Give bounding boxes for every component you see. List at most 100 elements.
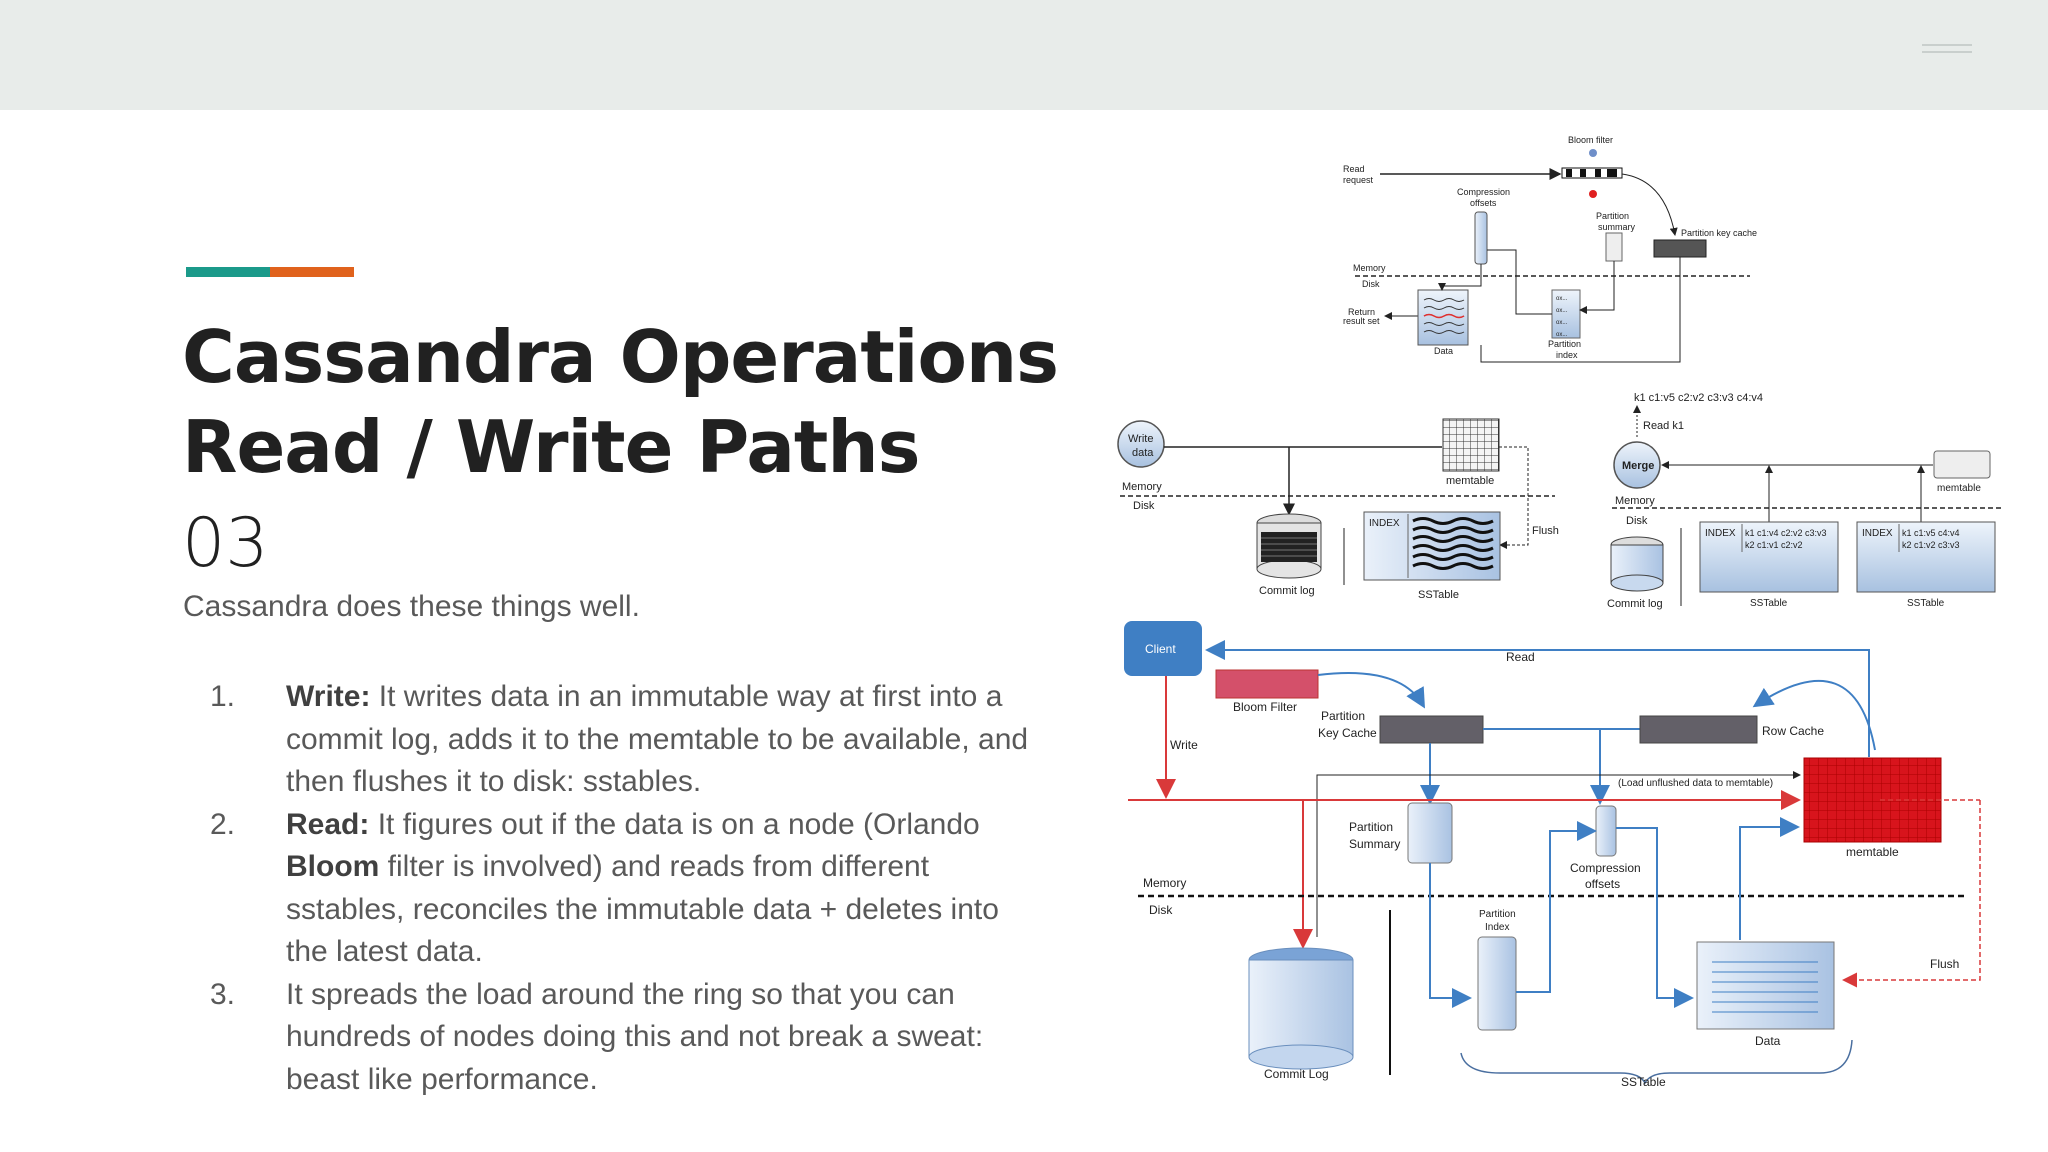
- list-bold: Bloom: [286, 850, 380, 883]
- memtable-block: [1933, 450, 1991, 479]
- label-bloom-filter: Bloom Filter: [1233, 700, 1297, 714]
- list-text: filter is involved) and reads from diffe…: [286, 850, 999, 968]
- label-row-cache: Row Cache: [1762, 724, 1824, 738]
- bloom-filter-dot-icon: [1589, 149, 1597, 157]
- label-compression: Compression: [1457, 187, 1510, 197]
- label-index: index: [1556, 350, 1578, 360]
- title-line-2: Read / Write Paths: [182, 405, 920, 489]
- bloom-filter-bits: [1561, 167, 1623, 179]
- label-summary: Summary: [1349, 837, 1400, 851]
- label-memory: Memory: [1122, 481, 1162, 493]
- label-memtable: memtable: [1937, 483, 1981, 494]
- merge-node: [1613, 441, 1661, 489]
- bottom-diagram: Client Read Write Bloom Filter Partition…: [1124, 621, 1981, 1089]
- label-key-cache: Key Cache: [1318, 726, 1377, 740]
- list-number: 3.: [210, 977, 236, 1011]
- label-request: request: [1343, 175, 1374, 185]
- ox-label: ox...: [1556, 308, 1568, 314]
- list-item: 3. It spreads the load around the ring s…: [200, 974, 1030, 1102]
- merge-read-diagram: k1 c1:v5 c2:v2 c3:v3 c4:v4 Read k1 Merge…: [1607, 392, 2003, 610]
- label-client: Client: [1145, 642, 1176, 656]
- label-partition: Partition: [1321, 709, 1365, 723]
- write-path-diagram: Write data memtable Flush Memory Disk Co…: [1117, 418, 1559, 601]
- label-partition: Partition: [1596, 211, 1629, 221]
- partition-summary-block: [1605, 232, 1623, 262]
- label-memtable: memtable: [1446, 475, 1494, 487]
- slide-subtitle: Cassandra does these things well.: [183, 590, 640, 623]
- label-index: INDEX: [1705, 528, 1736, 539]
- label-write: Write: [1170, 738, 1198, 752]
- label-read-k1: Read k1: [1643, 420, 1684, 432]
- label-memory: Memory: [1615, 495, 1655, 507]
- ox-label: ox...: [1556, 296, 1568, 302]
- sstable-row: k1 c1:v4 c2:v2 c3:v3: [1745, 528, 1827, 538]
- sstable-row: k2 c1:v1 c2:v2: [1745, 540, 1803, 550]
- label-sstable: SSTable: [1750, 598, 1788, 609]
- top-bar: [0, 0, 2048, 110]
- partition-key-cache-block: [1653, 239, 1707, 258]
- memtable-grid: [1442, 418, 1500, 472]
- label-partition: Partition: [1349, 820, 1393, 834]
- label-memory: Memory: [1143, 876, 1186, 890]
- compression-offsets-block: [1595, 805, 1617, 857]
- label-index: INDEX: [1862, 528, 1893, 539]
- commit-log-cylinder: [1248, 947, 1354, 1070]
- label-partition: Partition: [1479, 909, 1516, 920]
- label-offsets: offsets: [1585, 877, 1620, 891]
- label-return: Return: [1348, 307, 1375, 317]
- sstable-block: [1699, 521, 1839, 593]
- list-text: It figures out if the data is on a node …: [369, 807, 980, 841]
- label-result-set: result set: [1343, 316, 1380, 326]
- label-read: Read: [1506, 650, 1535, 664]
- label-bloom-filter: Bloom filter: [1568, 135, 1613, 145]
- client-node: [1124, 621, 1202, 676]
- sstable-row: k2 c1:v2 c3:v3: [1902, 540, 1960, 550]
- slide-title: Cassandra Operations Read / Write Paths: [182, 312, 1059, 492]
- write-data-node: [1117, 420, 1165, 468]
- label-data: data: [1132, 447, 1154, 459]
- label-partition: Partition: [1548, 339, 1581, 349]
- list-text: It spreads the load around the ring so t…: [286, 977, 984, 1096]
- list-bold: Read:: [286, 807, 370, 841]
- list-number: 2.: [210, 807, 236, 841]
- label-compression: Compression: [1570, 861, 1641, 875]
- list-number: 1.: [210, 680, 236, 713]
- label-flush: Flush: [1930, 957, 1959, 971]
- partition-key-cache-block: [1379, 715, 1484, 744]
- ox-label: ox...: [1556, 332, 1568, 338]
- label-memtable: memtable: [1846, 845, 1899, 859]
- data-block: [1696, 941, 1835, 1030]
- label-disk: Disk: [1149, 903, 1173, 917]
- top-read-diagram: Read request Bloom filter Compression of…: [1343, 135, 1757, 363]
- label-disk: Disk: [1133, 500, 1155, 512]
- list-item: 1. Write: It writes data in an immutable…: [200, 676, 1030, 804]
- partition-index-block: [1551, 289, 1581, 339]
- label-memory: Memory: [1353, 263, 1386, 273]
- points-list: 1. Write: It writes data in an immutable…: [200, 676, 1030, 1101]
- label-data: Data: [1755, 1034, 1781, 1048]
- label-offsets: offsets: [1470, 198, 1497, 208]
- bloom-filter-miss-icon: [1589, 190, 1597, 198]
- label-merge-result: k1 c1:v5 c2:v2 c3:v3 c4:v4: [1634, 392, 1763, 404]
- partition-index-block: [1477, 936, 1517, 1031]
- label-commit-log: Commit log: [1259, 585, 1315, 597]
- label-read: Read: [1343, 164, 1365, 174]
- row-cache-block: [1639, 715, 1758, 744]
- list-text: It writes data in an immutable way at fi…: [286, 680, 1029, 798]
- menu-icon[interactable]: [1922, 44, 1974, 66]
- list-bold: Write:: [286, 680, 371, 713]
- partition-summary-block: [1407, 802, 1453, 864]
- list-item: 2. Read: It figures out if the data is o…: [200, 804, 1030, 974]
- label-load-unflushed: (Load unflushed data to memtable): [1618, 778, 1773, 789]
- sstable-row: k1 c1:v5 c4:v4: [1902, 528, 1960, 538]
- label-sstable: SSTable: [1621, 1075, 1666, 1089]
- title-line-1: Cassandra Operations: [182, 315, 1059, 399]
- label-sstable: SSTable: [1907, 598, 1945, 609]
- label-disk: Disk: [1362, 279, 1380, 289]
- ox-label: ox...: [1556, 320, 1568, 326]
- slide-number: 03: [182, 504, 269, 583]
- commit-log-cylinder: [1256, 513, 1322, 579]
- label-write: Write: [1128, 433, 1153, 445]
- label-data: Data: [1434, 346, 1453, 356]
